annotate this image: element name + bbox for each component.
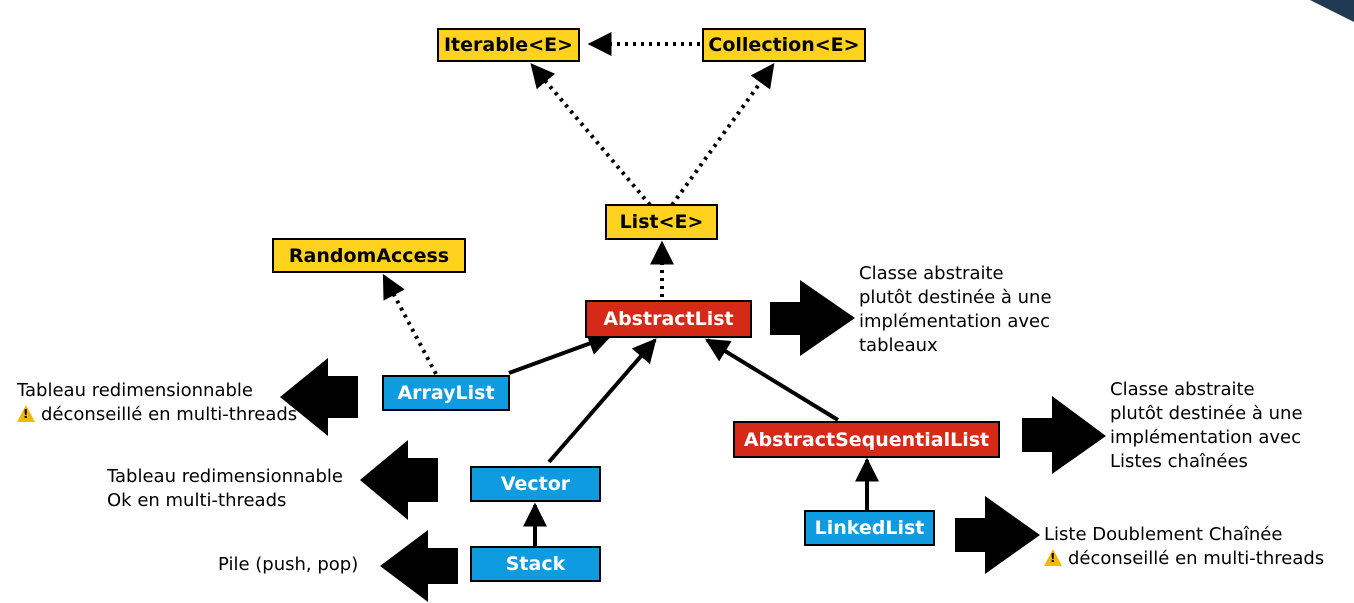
note-line: Pile (push, pop): [218, 554, 359, 575]
note-line: tableaux: [859, 335, 938, 356]
edge-list-iterable: [530, 63, 652, 207]
edge-list-collection: [670, 63, 775, 207]
warning-icon: [17, 405, 35, 422]
warning-icon: [1044, 549, 1062, 566]
note-line: Classe abstraite: [859, 263, 1004, 284]
note-line: Listes chaînées: [1110, 451, 1248, 472]
node-stack: Stack: [470, 546, 601, 582]
note-line: plutôt destinée à une: [859, 287, 1052, 308]
node-linked-list: LinkedList: [804, 510, 935, 546]
note-abstract-list: Classe abstraite plutôt destinée à une i…: [859, 262, 1052, 358]
edge-vector-abstractlist: [547, 338, 657, 464]
node-list: List<E>: [605, 204, 718, 240]
note-linked-list: Liste Doublement Chaînée déconseillé en …: [1044, 523, 1324, 571]
corner-decoration: [1310, 0, 1354, 22]
node-abstract-sequential-list: AbstractSequentialList: [733, 421, 1000, 458]
big-arrow-icon: [360, 440, 438, 520]
note-stack: Pile (push, pop): [218, 553, 358, 577]
big-arrow-icon: [280, 358, 358, 436]
node-label: List<E>: [619, 211, 704, 233]
note-line: Ok en multi-threads: [107, 490, 287, 511]
big-arrow-icon: [380, 530, 458, 602]
node-label: Iterable<E>: [443, 34, 574, 56]
node-random-access: RandomAccess: [272, 238, 466, 273]
node-vector: Vector: [470, 466, 601, 502]
node-iterable: Iterable<E>: [437, 28, 580, 62]
big-arrow-icon: [770, 280, 855, 356]
note-line: Classe abstraite: [1110, 379, 1255, 400]
big-arrow-icon: [1022, 396, 1106, 474]
node-abstract-list: AbstractList: [585, 300, 752, 338]
note-text: déconseillé en multi-threads: [1068, 548, 1325, 569]
note-line: Liste Doublement Chaînée: [1044, 524, 1283, 545]
note-line: implémentation avec: [859, 311, 1050, 332]
edge-abstractsequential-abstractlist: [704, 338, 840, 422]
node-label: Collection<E>: [708, 34, 860, 56]
node-label: AbstractList: [603, 308, 734, 330]
edge-arraylist-abstractlist: [508, 332, 613, 375]
note-array-list: Tableau redimensionnable déconseillé en …: [17, 379, 297, 427]
node-label: AbstractSequentialList: [743, 428, 990, 451]
node-collection: Collection<E>: [702, 28, 866, 62]
note-line: implémentation avec: [1110, 427, 1301, 448]
note-line: Tableau redimensionnable: [17, 380, 253, 401]
big-arrow-icon: [955, 496, 1040, 574]
note-line: plutôt destinée à une: [1110, 403, 1303, 424]
node-label: Stack: [505, 553, 566, 575]
edge-arraylist-randomaccess: [382, 273, 438, 375]
note-abstract-sequential-list: Classe abstraite plutôt destinée à une i…: [1110, 378, 1303, 474]
node-label: Vector: [500, 473, 571, 495]
note-line: Tableau redimensionnable: [107, 466, 343, 487]
node-label: ArrayList: [397, 382, 495, 404]
node-label: LinkedList: [814, 517, 925, 539]
note-line-warning: déconseillé en multi-threads: [1044, 547, 1324, 571]
note-text: déconseillé en multi-threads: [41, 404, 298, 425]
node-array-list: ArrayList: [382, 375, 510, 411]
note-vector: Tableau redimensionnable Ok en multi-thr…: [107, 465, 343, 513]
note-line-warning: déconseillé en multi-threads: [17, 403, 297, 427]
node-label: RandomAccess: [288, 244, 450, 267]
